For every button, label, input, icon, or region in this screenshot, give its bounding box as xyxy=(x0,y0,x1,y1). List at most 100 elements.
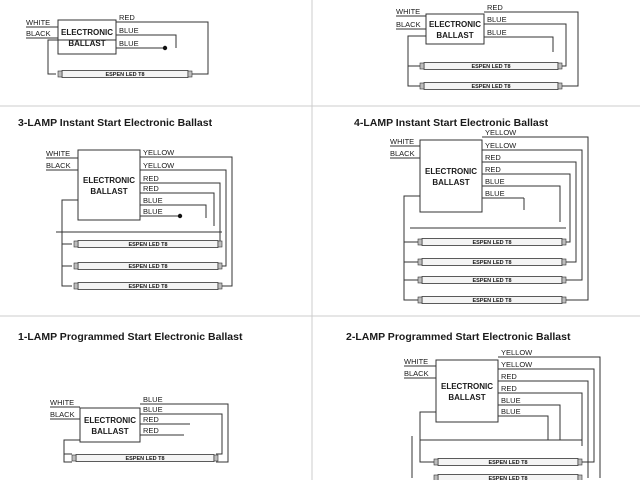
output-wire-label-0: YELLOW xyxy=(485,128,517,137)
output-wire-label-0: YELLOW xyxy=(501,348,533,357)
input-wire-label-white: WHITE xyxy=(26,18,50,27)
wire-cap-dot xyxy=(162,45,168,51)
wire-return-1 xyxy=(61,199,78,245)
output-wire-label-1: BLUE xyxy=(143,405,163,414)
output-wire-label-2: RED xyxy=(501,372,517,381)
lamp-2-label: ESPEN LED T8 xyxy=(488,476,527,480)
lamp-1-cap-left xyxy=(57,70,63,78)
panel-title-3-lamp-instant: 3-LAMP Instant Start Electronic Ballast xyxy=(18,117,213,129)
ballast-label-line2: BALLAST xyxy=(68,39,105,48)
input-wire-label-white: WHITE xyxy=(404,357,428,366)
ballast-box xyxy=(57,19,117,55)
lamp-2-cap-left xyxy=(433,474,439,480)
panel-6-lamp-diagram: ELECTRONIC BALLAST WHITE BLACK YELLOW YELLOW R… xyxy=(404,348,601,480)
input-wire-label-white: WHITE xyxy=(396,7,420,16)
input-wire-label-white: WHITE xyxy=(50,398,74,407)
wire-yellow-1 xyxy=(170,156,233,287)
ballast-label-line2: BALLAST xyxy=(90,187,127,196)
lamp-1-cap-left xyxy=(73,240,79,248)
output-wire-label-2: BLUE xyxy=(119,39,139,48)
output-wire-label-4: BLUE xyxy=(143,196,163,205)
lamp-1-cap-right xyxy=(213,454,219,462)
lamp-1-cap-right xyxy=(217,240,223,248)
panel-4-lamp-diagram: ELECTRONICBALLASTWHITEBLACKYELLOWYELLOWR… xyxy=(390,128,589,304)
output-wire-label-1: BLUE xyxy=(119,26,139,35)
wire-red-run xyxy=(150,21,209,75)
output-wire-label-5: BLUE xyxy=(143,207,163,216)
lamp-3-label: ESPEN LED T8 xyxy=(472,278,511,284)
lamp-1-label: ESPEN LED T8 xyxy=(125,456,164,462)
ballast-box xyxy=(79,407,141,443)
wire-red-2 xyxy=(540,392,583,446)
wire-yellow-2 xyxy=(170,169,227,267)
output-wire-label-5: BLUE xyxy=(485,189,505,198)
output-wire-label-3: RED xyxy=(485,165,501,174)
lamp-2-cap-left xyxy=(73,262,79,270)
lamp-2-cap-right xyxy=(557,82,563,90)
ballast-label-line1: ELECTRONIC xyxy=(84,416,136,425)
ballast-label-line2: BALLAST xyxy=(448,393,485,402)
wire-return-1 xyxy=(63,439,80,455)
ballast-label-line2: BALLAST xyxy=(436,31,473,40)
input-wire-label-white: WHITE xyxy=(390,137,414,146)
panel-title-1-lamp-programmed: 1-LAMP Programmed Start Electronic Balla… xyxy=(18,331,243,343)
lamp-4-cap-left xyxy=(417,296,423,304)
lamp-3-cap-left xyxy=(417,276,423,284)
input-wire-label-black: BLACK xyxy=(46,161,71,170)
lamp-1-cap-right xyxy=(557,62,563,70)
wire-red-1 xyxy=(524,161,577,263)
lamp-2-cap-right xyxy=(577,474,583,480)
output-wire-label-2: RED xyxy=(485,153,501,162)
output-wire-label-0: RED xyxy=(487,3,503,12)
ballast-box xyxy=(425,13,485,45)
output-wire-label-4: BLUE xyxy=(501,396,521,405)
wire-cap-dot xyxy=(177,213,183,219)
output-wire-label-0: YELLOW xyxy=(143,148,175,157)
input-wire-label-black: BLACK xyxy=(50,410,75,419)
output-wire-label-1: YELLOW xyxy=(501,360,533,369)
output-wire-label-1: YELLOW xyxy=(143,161,175,170)
wire-blue-run-1 xyxy=(520,23,567,67)
lamp-1-cap-left xyxy=(419,62,425,70)
lamp-2-label: ESPEN LED T8 xyxy=(128,264,167,270)
output-wire-label-3: RED xyxy=(143,184,159,193)
wire-red-2 xyxy=(524,173,571,243)
ballast-label-line2: BALLAST xyxy=(432,178,469,187)
lamp-3-cap-right xyxy=(561,276,567,284)
wire-blue-1 xyxy=(170,204,207,218)
output-wire-label-1: BLUE xyxy=(487,15,507,24)
lamp-2-cap-right xyxy=(217,262,223,270)
wire-red-1 xyxy=(540,380,589,478)
wire-blue-2 xyxy=(540,415,549,440)
wire-red-run xyxy=(520,11,579,87)
lamp-3-cap-right xyxy=(217,282,223,290)
lamp-3-cap-left xyxy=(73,282,79,290)
panel-3-lamp-diagram: ELECTRONICBALLASTWHITEBLACKYELLOWYELLOWR… xyxy=(46,148,233,290)
ballast-label-line1: ELECTRONIC xyxy=(441,382,493,391)
lamp-1-label: ESPEN LED T8 xyxy=(128,242,167,248)
input-wire-label-black: BLACK xyxy=(404,369,429,378)
wire-lamp-return xyxy=(47,39,116,75)
lamp-1-label: ESPEN LED T8 xyxy=(488,460,527,466)
wire-return-2 xyxy=(63,454,72,463)
panel-title-2-lamp-programmed: 2-LAMP Programmed Start Electronic Balla… xyxy=(346,331,571,343)
ballast-label-line1: ELECTRONIC xyxy=(61,28,113,37)
output-wire-label-1: YELLOW xyxy=(485,141,517,150)
lamp-1-cap-right xyxy=(577,458,583,466)
ballast-label-line1: ELECTRONIC xyxy=(83,176,135,185)
wire-red-2 xyxy=(170,192,215,226)
output-wire-label-3: RED xyxy=(501,384,517,393)
lamp-2-cap-left xyxy=(419,82,425,90)
lamp-1-cap-right xyxy=(561,238,567,246)
output-wire-label-0: RED xyxy=(119,13,135,22)
diagrams-layer: ELECTRONIC BALLAST WHITE BLACK RED BLUE BLUE ES… xyxy=(26,3,601,480)
lamp-2-cap-left xyxy=(417,258,423,266)
panel-2-lamp-diagram: ELECTRONICBALLASTWHITEBLACKREDBLUEBLUEES… xyxy=(396,3,579,90)
lamp-2-label: ESPEN LED T8 xyxy=(471,84,510,90)
ballast-box xyxy=(77,149,141,221)
output-wire-label-2: RED xyxy=(143,174,159,183)
lamp-1-label: ESPEN LED T8 xyxy=(472,240,511,246)
ballast-box xyxy=(419,139,483,213)
